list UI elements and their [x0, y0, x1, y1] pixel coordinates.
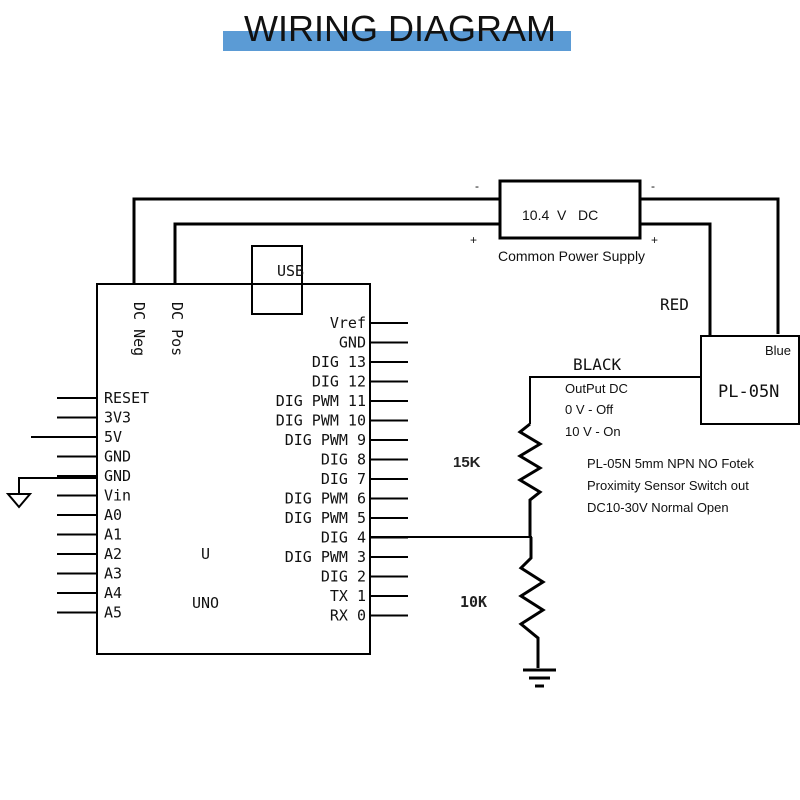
resistor-10k [518, 537, 546, 668]
left-pin-label: Vin [104, 487, 131, 505]
right-pin-label: DIG PWM 10 [276, 412, 366, 430]
usb-label: USB [277, 262, 304, 280]
diagram-title: WIRING DIAGRAM [244, 8, 556, 49]
left-pin-label: GND [104, 467, 131, 485]
left-pin-label: A4 [104, 584, 122, 602]
right-pin-label: TX 1 [330, 587, 366, 605]
usb-port [251, 245, 303, 315]
right-pin-label: DIG 13 [312, 353, 366, 371]
ps-right-pos: + [651, 233, 658, 247]
ps-left-neg: - [475, 179, 479, 193]
left-pin-label: A1 [104, 526, 122, 544]
resistor-15k [517, 422, 543, 538]
dc-neg-label: DC Neg [130, 302, 148, 356]
left-pin-label: RESET [104, 389, 149, 407]
right-pin-label: DIG 7 [321, 470, 366, 488]
sensor-box [700, 335, 800, 425]
ground-icon [523, 668, 556, 688]
ps-caption: Common Power Supply [498, 248, 645, 264]
left-pin-label: A0 [104, 506, 122, 524]
resistor-10k-label: 10K [460, 593, 487, 611]
output-line-0: OutPut DC [565, 381, 628, 396]
resistor-15k-label: 15K [453, 454, 481, 471]
black-wire-label: BLACK [573, 355, 622, 374]
sensor-name: PL-05N [718, 382, 779, 402]
title-bar [223, 31, 571, 51]
right-pin-label: DIG 12 [312, 373, 366, 391]
output-line-1: 0 V - Off [565, 402, 614, 417]
right-pin-label: DIG PWM 3 [285, 548, 366, 566]
ps-right-neg: - [651, 179, 655, 193]
left-pin-label: GND [104, 448, 131, 466]
right-pin-label: DIG 8 [321, 451, 366, 469]
wire-dc-neg [132, 197, 500, 284]
ps-voltage-label: 10.4 V DC [522, 207, 598, 223]
right-pin-label: Vref [330, 314, 366, 332]
right-pin-label: DIG PWM 9 [285, 431, 366, 449]
ground-icon-left [5, 477, 97, 509]
description-line-2: DC10-30V Normal Open [587, 500, 729, 515]
description-line-1: Proximity Sensor Switch out [587, 478, 749, 493]
right-pin-label: DIG PWM 5 [285, 509, 366, 527]
blue-wire-label: Blue [765, 343, 791, 358]
left-pin-label: 5V [104, 428, 122, 446]
right-pin-label: DIG 4 [321, 529, 366, 547]
description-line-0: PL-05N 5mm NPN NO Fotek [587, 456, 754, 471]
dc-pos-label: DC Pos [168, 302, 186, 356]
right-pin-label: GND [339, 334, 366, 352]
arduino-board [96, 283, 371, 655]
power-supply-box [498, 179, 642, 240]
left-pin-label: A3 [104, 565, 122, 583]
right-pin-label: DIG PWM 11 [276, 392, 366, 410]
red-wire-label: RED [660, 295, 689, 314]
ps-left-pos: + [470, 233, 477, 247]
left-pin-label: A5 [104, 604, 122, 622]
right-pin-label: DIG 2 [321, 568, 366, 586]
center-label-u: U [201, 545, 210, 563]
left-pin-label: 3V3 [104, 409, 131, 427]
wire-dc-pos [173, 222, 500, 284]
right-pin-label: RX 0 [330, 607, 366, 625]
left-pin-label: A2 [104, 545, 122, 563]
output-line-2: 10 V - On [565, 424, 621, 439]
wire-black [529, 376, 701, 424]
center-label-uno: UNO [192, 594, 219, 612]
right-pin-label: DIG PWM 6 [285, 490, 366, 508]
wire-blue [640, 197, 780, 334]
wire-red [640, 222, 712, 336]
